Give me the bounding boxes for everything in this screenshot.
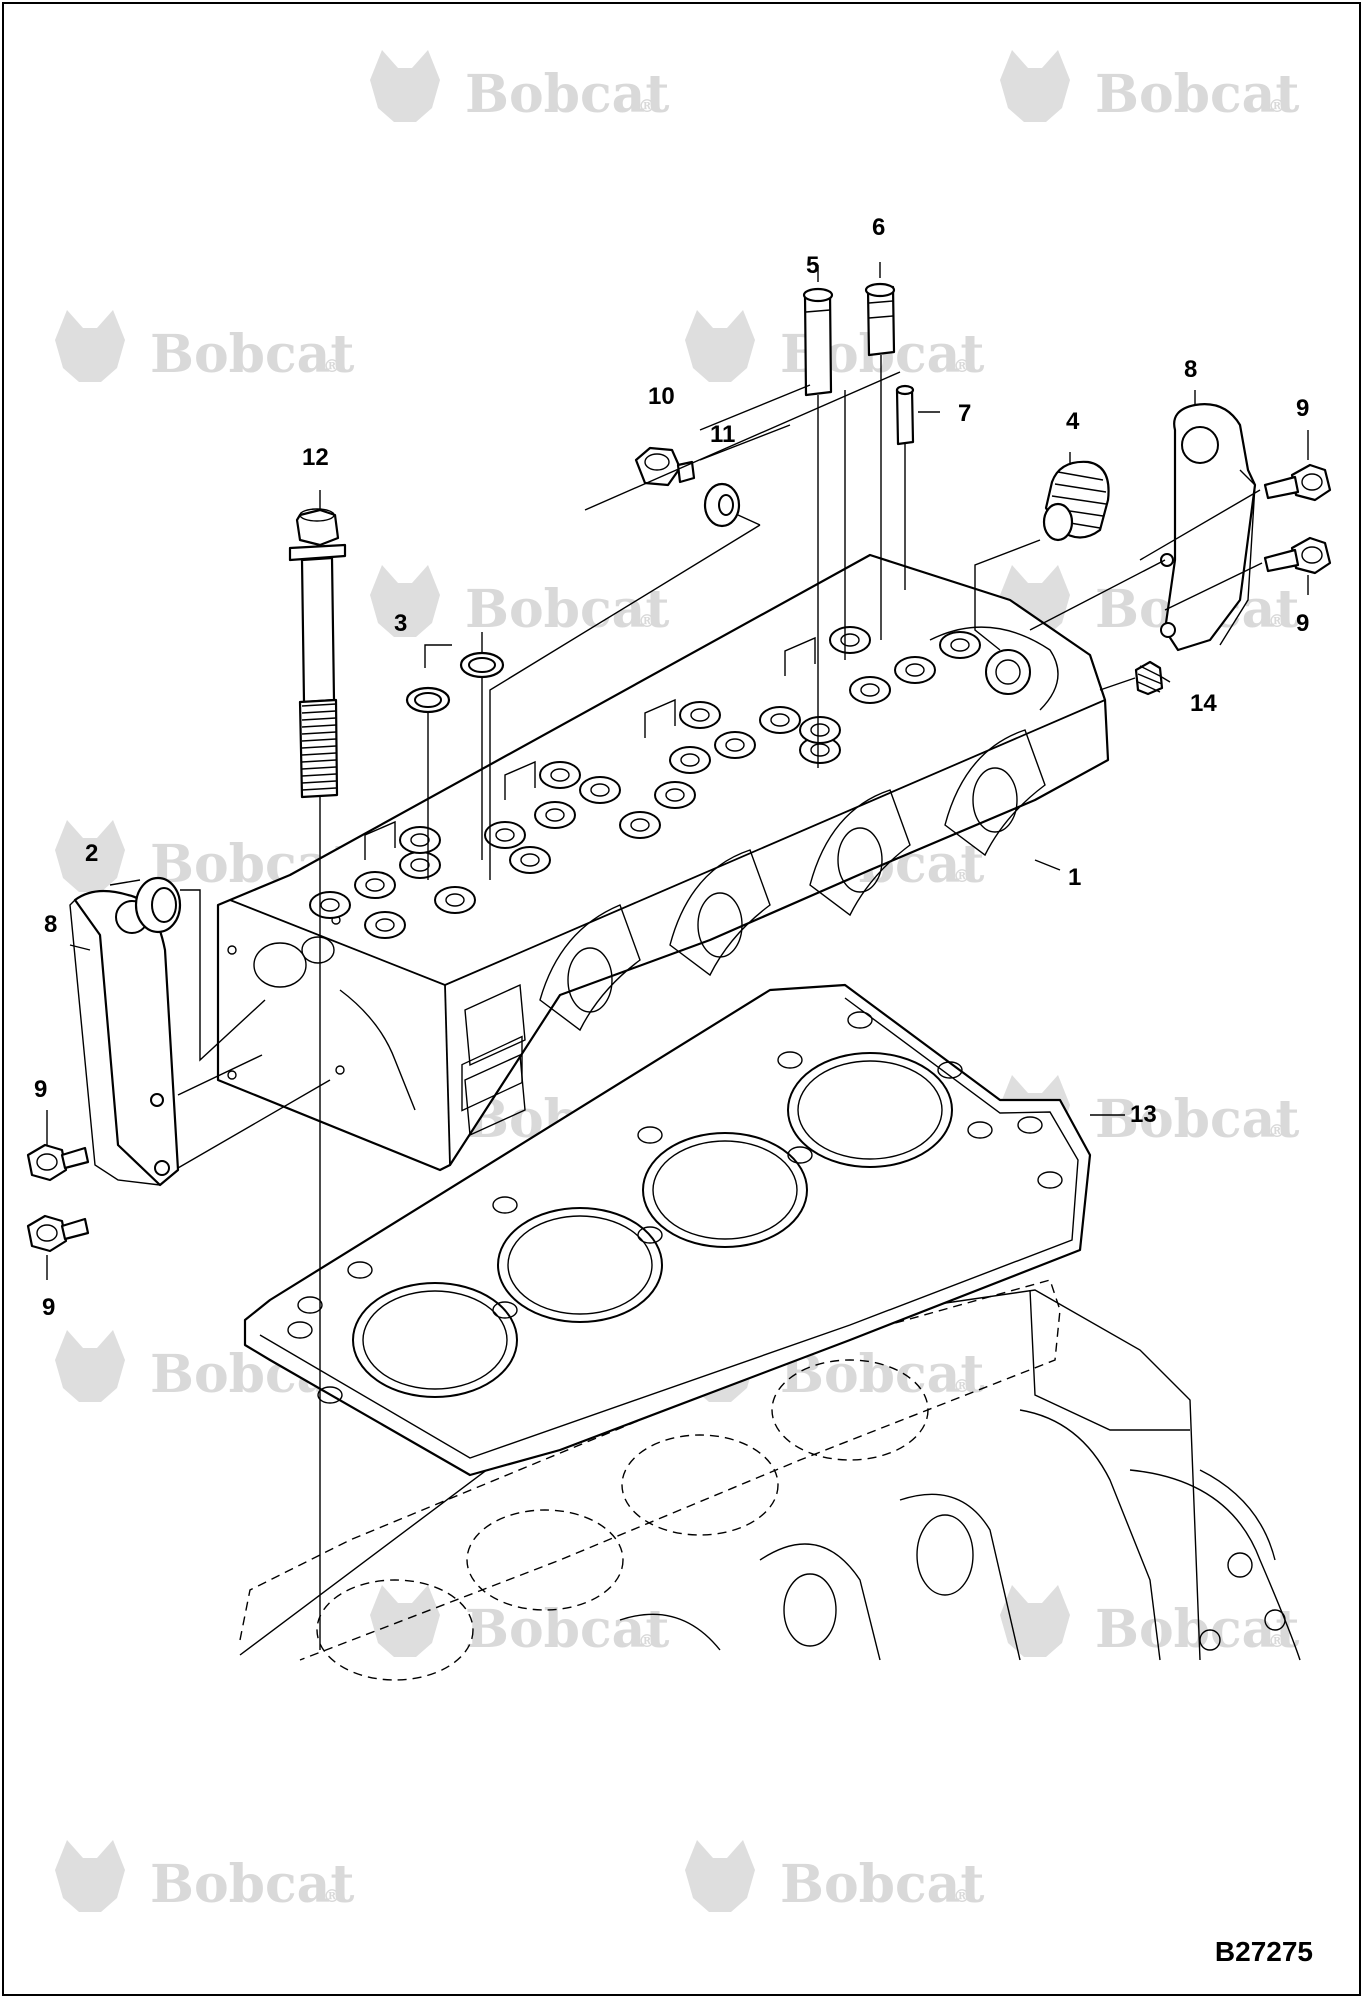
callout-2: 2 (85, 840, 99, 867)
watermark-registered-mark: ® (953, 1886, 971, 1907)
bobcat-logo-icon (685, 310, 755, 382)
watermark-brand-text: Bobcat (1095, 1089, 1299, 1150)
callout-8-right: 8 (1184, 356, 1198, 383)
callout-7: 7 (958, 400, 972, 427)
bobcat-logo-icon (55, 1330, 125, 1402)
leader-lines (46, 262, 1309, 1650)
watermark-brand-text: Bobcat (1095, 64, 1299, 125)
watermark-registered-mark: ® (1268, 1631, 1286, 1652)
watermark-registered-mark: ® (638, 96, 656, 117)
threaded-plug-14 (1134, 660, 1164, 696)
watermark-registered-mark: ® (953, 1376, 971, 1397)
callout-10: 10 (648, 383, 675, 410)
bobcat-logo-icon (370, 1585, 440, 1657)
dowel-pin-7 (895, 384, 915, 446)
watermark-registered-mark: ® (1268, 96, 1286, 117)
callout-12: 12 (302, 444, 329, 471)
bobcat-watermark: Bobcat® (1000, 50, 1299, 125)
watermark-brand-text: Bobcat (150, 324, 354, 385)
watermark-brand-text: Bobcat (150, 1854, 354, 1915)
bolt-9-upper-right (1263, 463, 1332, 502)
head-bolt-12 (288, 508, 347, 799)
seal-ring-3-lower (405, 686, 451, 714)
lifting-bracket-right (1160, 403, 1257, 652)
bobcat-logo-icon (1000, 50, 1070, 122)
seal-ring-2 (134, 876, 182, 934)
head-gasket (243, 983, 1092, 1477)
valve-guide-5 (802, 287, 834, 397)
drawing-code: B27275 (1214, 1936, 1313, 1967)
callout-11: 11 (710, 421, 736, 448)
watermark-brand-text: Bobcat (465, 64, 669, 125)
callout-9-upper-right: 9 (1296, 395, 1310, 422)
watermark-registered-mark: ® (638, 1631, 656, 1652)
bobcat-watermark: Bobcat® (370, 50, 669, 125)
watermark-brand-text: Bobcat (1095, 1599, 1299, 1660)
bolt-9-lower-right (1263, 536, 1332, 575)
callout-3: 3 (394, 610, 408, 637)
block-gasket-dashed (239, 1279, 1061, 1681)
bobcat-logo-icon (370, 50, 440, 122)
washer-11 (703, 482, 741, 528)
lifting-bracket-left (69, 889, 180, 1187)
watermark-brand-text: Bobcat (465, 579, 669, 640)
callout-9-lower-right: 9 (1296, 610, 1310, 637)
bobcat-watermark: Bobcat® (685, 1840, 984, 1915)
callout-6: 6 (872, 214, 886, 241)
bobcat-watermark: Bobcat® (55, 1840, 354, 1915)
bolt-9-lower-left (26, 1214, 90, 1253)
bobcat-logo-icon (55, 1840, 125, 1912)
valve-guide-6 (864, 282, 896, 357)
bobcat-watermark: Bobcat® (1000, 1075, 1299, 1150)
callout-4: 4 (1066, 408, 1080, 435)
seal-ring-3-upper (459, 651, 505, 679)
watermark-brand-text: Bobcat (465, 1599, 669, 1660)
bobcat-logo-icon (685, 1840, 755, 1912)
bolt-9-upper-left (26, 1143, 90, 1182)
watermark-registered-mark: ® (1268, 611, 1286, 632)
watermark-registered-mark: ® (1268, 1121, 1286, 1142)
bobcat-watermark: Bobcat® (685, 310, 984, 385)
bobcat-watermark: Bobcat® (370, 565, 669, 640)
watermark-registered-mark: ® (323, 1886, 341, 1907)
bobcat-watermark: Bobcat® (55, 310, 354, 385)
watermark-registered-mark: ® (953, 356, 971, 377)
watermark-registered-mark: ® (953, 866, 971, 887)
watermark-brand-text: Bobcat (780, 1854, 984, 1915)
watermark-registered-mark: ® (638, 611, 656, 632)
threaded-plug-4 (1042, 460, 1110, 542)
callout-5: 5 (806, 252, 820, 279)
bobcat-watermark: Bobcat® (370, 1585, 669, 1660)
cylinder-head (216, 553, 1110, 1172)
callout-13: 13 (1130, 1101, 1157, 1128)
callout-1: 1 (1068, 864, 1082, 891)
bobcat-logo-icon (55, 310, 125, 382)
callout-8-left: 8 (44, 911, 58, 938)
callout-14: 14 (1190, 690, 1217, 717)
callout-9-lower-left: 9 (42, 1294, 56, 1321)
bobcat-watermark: Bobcat® (1000, 1585, 1299, 1660)
watermark-registered-mark: ® (323, 356, 341, 377)
callout-9-upper-left: 9 (34, 1076, 48, 1103)
